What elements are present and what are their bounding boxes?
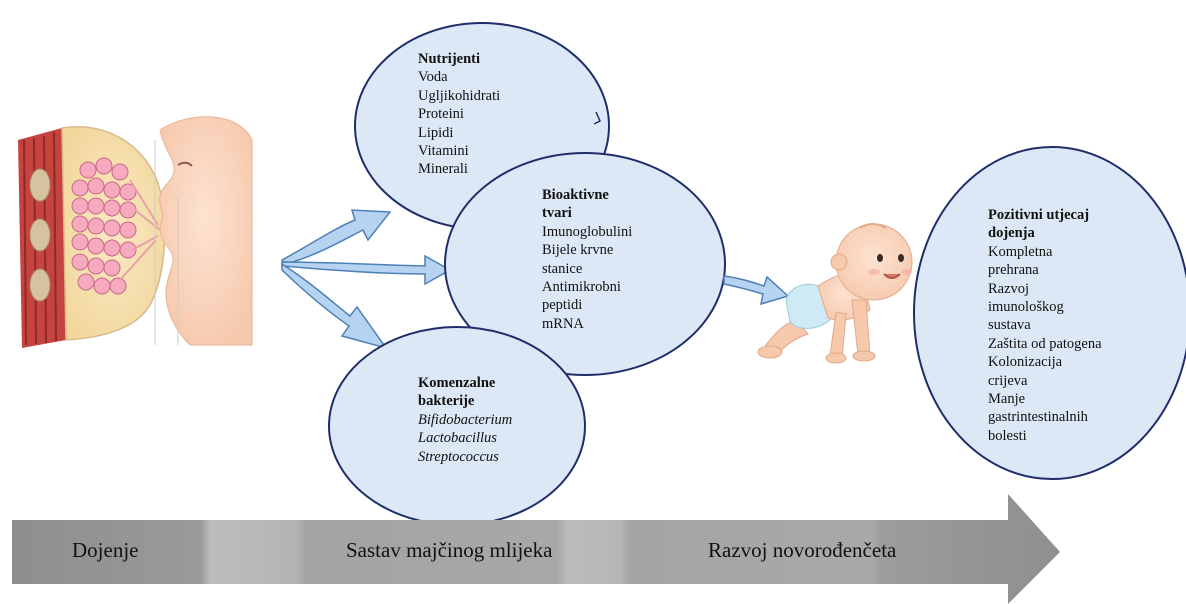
- benefits-ellipse: [913, 146, 1186, 480]
- commensal-item: Streptococcus: [418, 448, 499, 465]
- timeline-arrow: [12, 494, 1060, 604]
- benefit-item: Razvoj: [988, 280, 1030, 297]
- benefit-item: imunološkog: [988, 299, 1064, 316]
- bioactive-text: Bioaktivne tvari Imunoglobulini Bijele k…: [542, 186, 632, 333]
- arrow-to-commensal: [281, 262, 388, 350]
- crawling-baby-illustration: [757, 223, 913, 364]
- nutrient-item: Lipidi: [418, 124, 454, 141]
- commensal-heading-line1: Komenzalne: [418, 375, 496, 391]
- nutrient-item: Proteini: [418, 106, 464, 123]
- benefits-text: Pozitivni utjecaj dojenja Kompletna preh…: [988, 206, 1102, 445]
- nutrients-text: Nutrijenti Voda Ugljikohidrati Proteini …: [418, 50, 500, 179]
- timeline-stage-infant-development: Razvoj novorođenčeta: [708, 538, 897, 562]
- arrow-to-bioactive: [281, 254, 452, 286]
- nutrient-item: Vitamini: [418, 143, 469, 160]
- bioactive-item: peptidi: [542, 297, 583, 314]
- benefits-heading-line1: Pozitivni utjecaj: [988, 207, 1090, 223]
- bioactive-item: Bijele krvne: [542, 242, 614, 259]
- timeline-stage-milk-composition: Sastav majčinog mlijeka: [346, 538, 553, 562]
- arrow-to-infant: [723, 275, 790, 306]
- nutrient-item: Minerali: [418, 161, 468, 178]
- benefit-item: Kompletna: [988, 243, 1053, 260]
- benefit-item: gastrintestinalnih: [988, 409, 1088, 426]
- benefit-item: sustava: [988, 317, 1031, 334]
- commensal-text: Komenzalne bakterije Bifidobacterium Lac…: [418, 374, 512, 466]
- bioactive-item: mRNA: [542, 315, 584, 332]
- benefit-item: crijeva: [988, 372, 1028, 389]
- bioactive-item: stanice: [542, 260, 583, 277]
- arrow-to-nutrients: [280, 209, 392, 265]
- bioactive-ellipse: [444, 152, 726, 376]
- benefit-item: Manje: [988, 391, 1026, 408]
- bioactive-heading-line2: tvari: [542, 205, 572, 222]
- bioactive-heading-line1: Bioaktivne: [542, 187, 609, 203]
- infant-head: [159, 116, 253, 346]
- nutrients-heading: Nutrijenti: [418, 51, 481, 67]
- nutrient-item: Ugljikohidrati: [418, 87, 501, 104]
- benefit-item: prehrana: [988, 262, 1039, 279]
- bioactive-item: Imunoglobulini: [542, 223, 633, 240]
- benefit-item: Kolonizacija: [988, 354, 1063, 371]
- bioactive-item: Antimikrobni: [542, 279, 621, 296]
- commensal-heading-line2: bakterije: [418, 393, 475, 410]
- commensal-item: Lactobacillus: [418, 430, 497, 447]
- benefit-item: bolesti: [988, 427, 1027, 444]
- benefits-heading-line2: dojenja: [988, 225, 1035, 242]
- timeline-stage-breastfeeding: Dojenje: [72, 538, 139, 562]
- nutrient-item: Voda: [418, 69, 448, 86]
- benefit-item: Zaštita od patogena: [988, 335, 1102, 352]
- commensal-item: Bifidobacterium: [418, 411, 513, 428]
- mammary-lobules: [71, 157, 137, 295]
- breastfeeding-illustration: [18, 116, 253, 348]
